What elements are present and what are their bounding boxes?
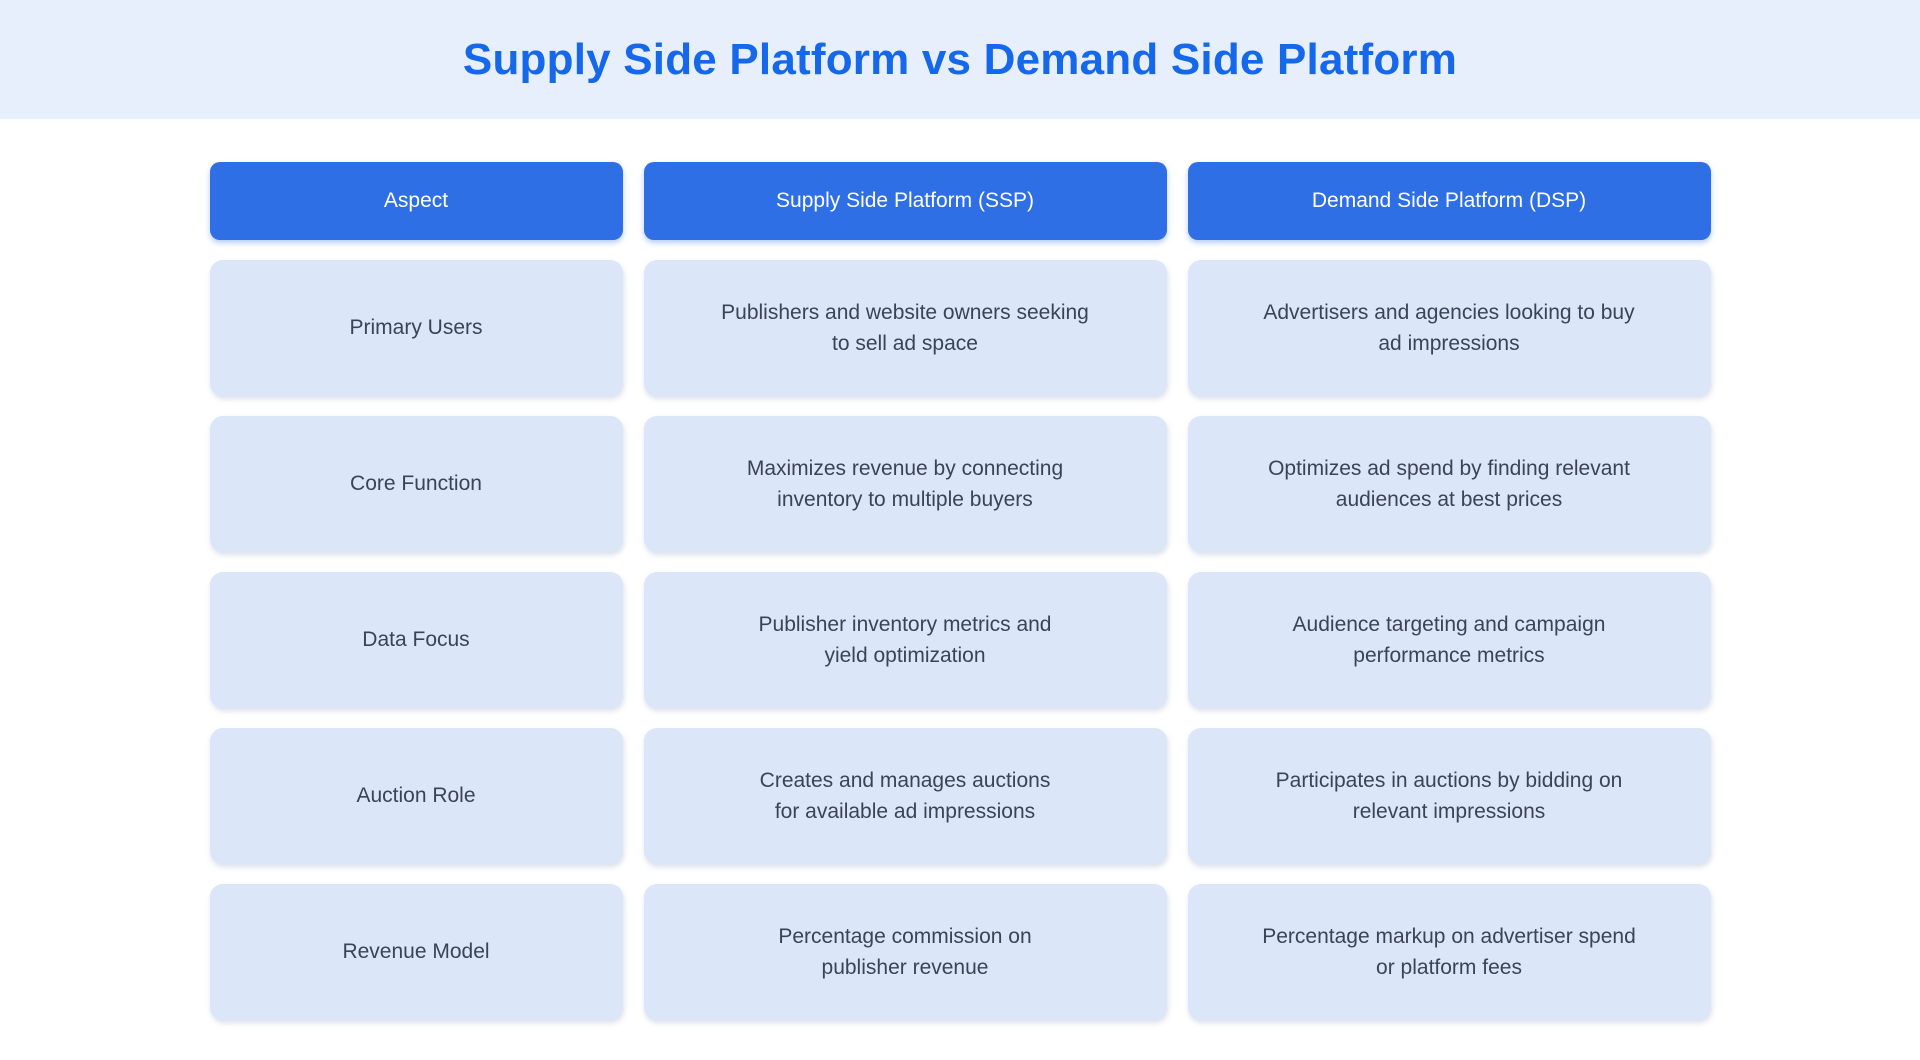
dsp-cell: Percentage markup on advertiser spend or… (1187, 884, 1711, 1020)
comparison-table: Aspect Supply Side Platform (SSP) Demand… (209, 162, 1711, 1020)
aspect-cell: Auction Role (209, 728, 623, 864)
aspect-cell: Revenue Model (209, 884, 623, 1020)
ssp-cell: Publisher inventory metrics and yield op… (643, 572, 1167, 708)
header-cell-ssp: Supply Side Platform (SSP) (643, 162, 1167, 240)
dsp-cell: Audience targeting and campaign performa… (1187, 572, 1711, 708)
aspect-cell: Data Focus (209, 572, 623, 708)
aspect-cell: Primary Users (209, 260, 623, 396)
dsp-cell: Participates in auctions by bidding on r… (1187, 728, 1711, 864)
header-cell-aspect: Aspect (209, 162, 623, 240)
ssp-cell: Percentage commission on publisher reven… (643, 884, 1167, 1020)
dsp-cell: Optimizes ad spend by finding relevant a… (1187, 416, 1711, 552)
aspect-cell: Core Function (209, 416, 623, 552)
page-title: Supply Side Platform vs Demand Side Plat… (462, 34, 1458, 84)
ssp-cell: Creates and manages auctions for availab… (643, 728, 1167, 864)
dsp-cell: Advertisers and agencies looking to buy … (1187, 260, 1711, 396)
ssp-cell: Publishers and website owners seeking to… (643, 260, 1167, 396)
header-cell-dsp: Demand Side Platform (DSP) (1187, 162, 1711, 240)
title-band: Supply Side Platform vs Demand Side Plat… (0, 0, 1920, 119)
ssp-cell: Maximizes revenue by connecting inventor… (643, 416, 1167, 552)
